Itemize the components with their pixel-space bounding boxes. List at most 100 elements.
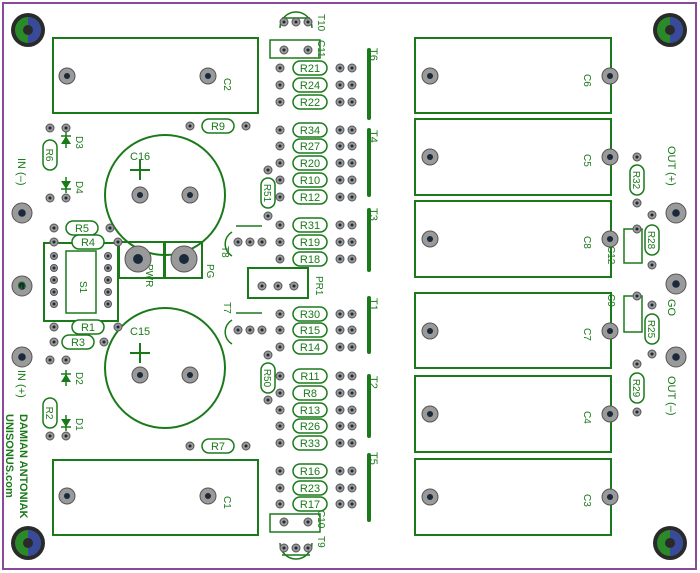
capacitor-pad — [601, 488, 619, 506]
pad — [45, 123, 55, 133]
pad — [347, 371, 357, 381]
pad — [632, 224, 642, 234]
pad — [275, 254, 285, 264]
capacitor-pad — [421, 148, 439, 166]
pad — [104, 276, 112, 284]
transistor-t8: T8 — [219, 225, 262, 258]
pad — [647, 210, 657, 220]
pad — [275, 466, 285, 476]
resistor-r23: R23 — [292, 480, 328, 496]
pad — [104, 300, 112, 308]
capacitor-c11: C11 — [269, 39, 326, 59]
pad — [303, 17, 313, 27]
pad — [275, 125, 285, 135]
pad — [647, 349, 657, 359]
mounting-hole — [653, 526, 687, 560]
pad — [335, 405, 345, 415]
resistor-r33: R33 — [292, 435, 328, 451]
pad — [263, 350, 273, 360]
resistor-label: R50 — [261, 369, 272, 388]
label-t1: T1 — [367, 298, 379, 311]
pad — [275, 220, 285, 230]
resistor-label: R27 — [300, 141, 320, 153]
label-out-minus: OUT (–) — [665, 376, 677, 416]
resistor-label: R8 — [303, 388, 317, 400]
resistor-r4: R4 — [71, 234, 105, 250]
resistor-r15: R15 — [292, 322, 328, 338]
resistor-r12: R12 — [292, 189, 328, 205]
resistor-r22: R22 — [292, 94, 328, 110]
pad — [49, 237, 59, 247]
pads — [11, 17, 687, 553]
pad — [347, 141, 357, 151]
pad — [347, 254, 357, 264]
pad — [335, 63, 345, 73]
pad — [275, 342, 285, 352]
resistor-r27: R27 — [292, 138, 328, 154]
terminal-pad — [11, 275, 33, 297]
svg-text:C5: C5 — [581, 154, 592, 167]
pad — [347, 325, 357, 335]
pad — [632, 198, 642, 208]
resistor-label: R1 — [81, 322, 95, 334]
resistor-label: R13 — [300, 405, 320, 417]
capacitor-pad — [421, 405, 439, 423]
resistor-label: R25 — [645, 320, 656, 339]
pad — [347, 483, 357, 493]
svg-text:T9: T9 — [315, 536, 326, 548]
label-in-plus: IN (+) — [15, 370, 27, 398]
pad — [275, 405, 285, 415]
resistor-r8: R8 — [292, 385, 328, 401]
capacitor-pad — [131, 366, 149, 384]
resistor-r17: R17 — [292, 496, 328, 512]
resistor-r50: R50 — [260, 362, 276, 394]
pad — [291, 543, 301, 553]
svg-text:C8: C8 — [581, 236, 592, 249]
resistor-r16: R16 — [292, 463, 328, 479]
pad — [335, 175, 345, 185]
author-line1: DAMIAN ANTONIAK — [17, 414, 29, 519]
pad — [50, 300, 58, 308]
pad — [245, 325, 255, 335]
pad — [275, 63, 285, 73]
pad — [347, 466, 357, 476]
pad — [263, 211, 273, 221]
resistor-r6: R6 — [42, 139, 58, 171]
led-pad — [124, 245, 152, 273]
svg-text:T10: T10 — [315, 14, 326, 32]
pad — [50, 252, 58, 260]
resistor-r20: R20 — [292, 155, 328, 171]
terminal-pad — [665, 346, 687, 368]
pad — [632, 407, 642, 417]
mounting-hole — [11, 13, 45, 47]
pad — [335, 388, 345, 398]
resistor-label: R23 — [300, 483, 320, 495]
pad — [291, 17, 301, 27]
label-gnd-in: G — [15, 281, 27, 290]
pad — [185, 121, 195, 131]
pad — [275, 388, 285, 398]
svg-text:C6: C6 — [581, 74, 592, 87]
resistor-label: R6 — [43, 149, 54, 162]
pad — [273, 281, 283, 291]
pad — [275, 175, 285, 185]
resistor-r14: R14 — [292, 339, 328, 355]
pad — [279, 543, 289, 553]
pad — [45, 431, 55, 441]
resistor-label: R20 — [300, 158, 320, 170]
resistor-label: R15 — [300, 325, 320, 337]
resistor-r2: R2 — [42, 397, 58, 429]
capacitor-pad — [601, 322, 619, 340]
capacitor-pad — [58, 67, 76, 85]
pad — [61, 355, 71, 365]
diode — [61, 370, 71, 386]
led-pg: PG — [164, 241, 215, 279]
pad — [275, 325, 285, 335]
capacitor-pad — [131, 186, 149, 204]
pad — [335, 254, 345, 264]
label-gnd-out: GO — [665, 299, 677, 317]
pad — [50, 264, 58, 272]
svg-text:PR1: PR1 — [313, 276, 324, 296]
pad — [335, 220, 345, 230]
pad — [61, 193, 71, 203]
